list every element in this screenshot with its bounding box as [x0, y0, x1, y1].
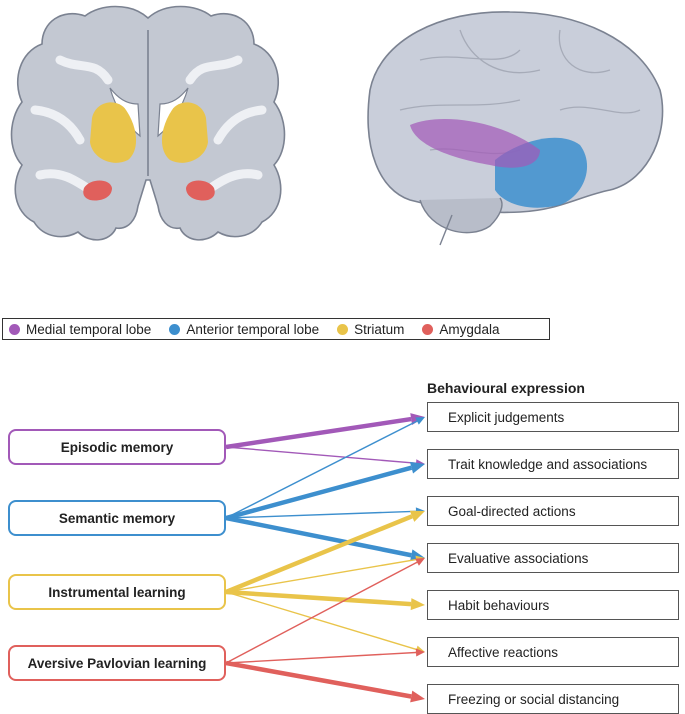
legend-swatch: [422, 323, 434, 335]
connection-line: [225, 420, 418, 519]
arrowhead: [410, 690, 425, 703]
expression-label: Trait knowledge and associations: [448, 456, 648, 472]
memory-label: Aversive Pavlovian learning: [27, 655, 207, 671]
legend-swatch: [337, 323, 349, 335]
expression-label: Evaluative associations: [448, 550, 589, 566]
arrowhead: [410, 598, 425, 611]
expression-box: Habit behaviours: [427, 590, 679, 620]
legend-swatch: [169, 323, 181, 335]
connection-line: [225, 558, 417, 593]
memory-label: Instrumental learning: [48, 584, 186, 600]
arrowhead: [415, 648, 425, 657]
legend-item-medial-temporal-lobe: Medial temporal lobe: [9, 322, 151, 337]
arrowhead: [409, 510, 425, 522]
memory-box-semantic: Semantic memory: [8, 500, 226, 536]
expression-box: Freezing or social distancing: [427, 684, 679, 714]
memory-box-aversive-pavlovian: Aversive Pavlovian learning: [8, 645, 226, 681]
legend: Medial temporal lobe Anterior temporal l…: [2, 318, 550, 340]
legend-label: Amygdala: [439, 321, 500, 337]
connection-line: [225, 416, 412, 450]
memory-box-instrumental: Instrumental learning: [8, 574, 226, 610]
expression-box: Explicit judgements: [427, 402, 679, 432]
expression-label: Freezing or social distancing: [448, 691, 620, 707]
connection-line: [225, 510, 417, 519]
connection-line: [225, 561, 418, 664]
expression-box: Trait knowledge and associations: [427, 449, 679, 479]
expression-box: Affective reactions: [427, 637, 679, 667]
memory-label: Episodic memory: [60, 439, 174, 455]
connection-line: [225, 651, 417, 664]
coronal-brain-section: [10, 5, 286, 241]
legend-item-striatum: Striatum: [337, 322, 404, 337]
expression-label: Affective reactions: [448, 644, 559, 660]
arrowhead: [409, 461, 425, 474]
connection-line: [225, 591, 417, 651]
memory-box-episodic: Episodic memory: [8, 429, 226, 465]
legend-item-anterior-temporal-lobe: Anterior temporal lobe: [169, 322, 319, 337]
legend-label: Medial temporal lobe: [26, 321, 152, 337]
expression-label: Goal-directed actions: [448, 503, 576, 519]
lateral-brain-view: [367, 11, 664, 246]
expression-label: Habit behaviours: [448, 597, 550, 613]
legend-label: Striatum: [354, 321, 405, 337]
memory-label: Semantic memory: [58, 510, 176, 526]
connection-line: [225, 589, 412, 607]
arrowhead: [415, 417, 425, 425]
arrowhead: [415, 558, 425, 566]
expression-label: Explicit judgements: [448, 409, 565, 425]
expression-box: Goal-directed actions: [427, 496, 679, 526]
connection-line: [225, 515, 412, 558]
connection-line: [225, 446, 417, 464]
brain-illustrations: [10, 5, 664, 246]
legend-item-amygdala: Amygdala: [422, 322, 499, 337]
legend-label: Anterior temporal lobe: [186, 321, 320, 337]
connection-line: [225, 465, 413, 521]
connection-line: [225, 514, 413, 595]
expression-box: Evaluative associations: [427, 543, 679, 573]
expression-title: Behavioural expression: [427, 380, 585, 396]
legend-swatch: [9, 323, 20, 335]
connection-line: [225, 660, 412, 699]
